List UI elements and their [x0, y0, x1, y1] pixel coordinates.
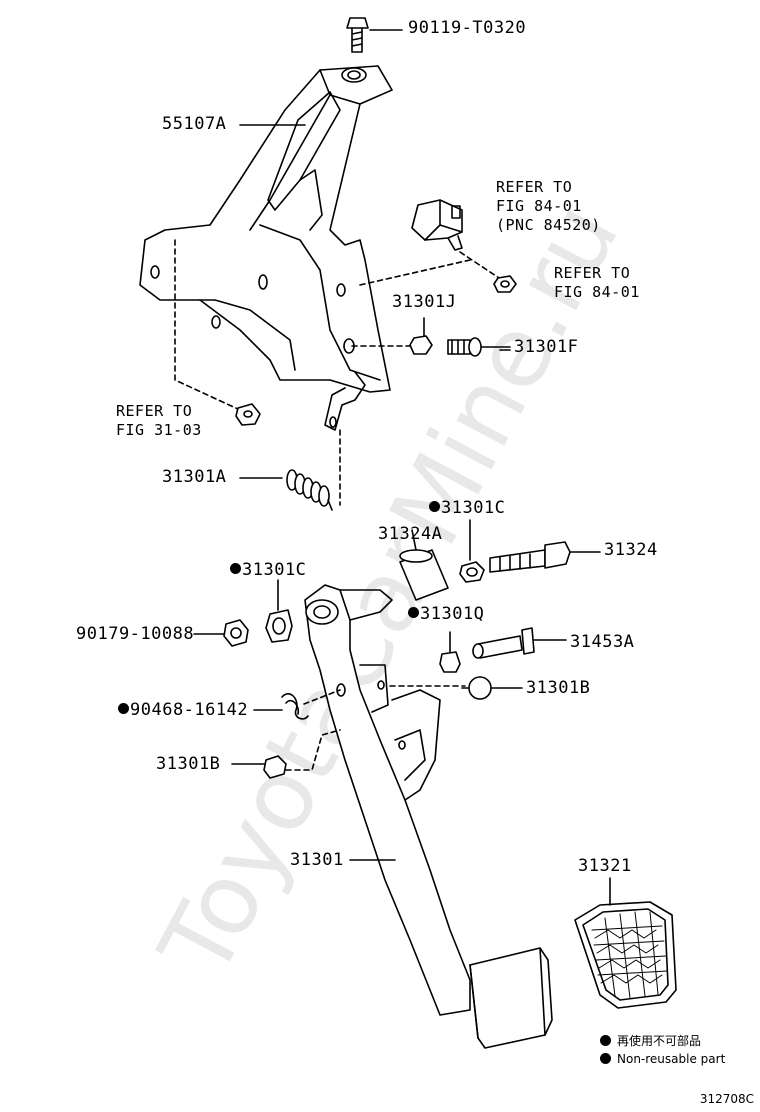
nut-31301C-top-shape [459, 519, 485, 583]
ref-31-03-line1: REFER TO [116, 402, 193, 420]
legend-row-jp: 再使用不可部品 [600, 1032, 701, 1049]
cushion-31301B-right-shape [461, 676, 523, 700]
clip-90468-shape [253, 693, 309, 720]
non-reusable-bullet-icon [600, 1053, 611, 1064]
pedal-pad-31321-shape [574, 877, 677, 1009]
pedal-pad-on-arm-shape [469, 947, 553, 1049]
nut-31301J-shape [409, 317, 433, 355]
label-31324A[interactable]: 31324A [378, 524, 443, 544]
ref-84-01-line1: REFER TO [496, 178, 573, 196]
spring-31301A-shape [239, 469, 333, 511]
label-31301Q[interactable]: 31301Q [408, 604, 484, 624]
bushing-31301Q-shape [439, 631, 461, 673]
label-90468-16142[interactable]: 90468-16142 [118, 700, 248, 720]
stop-switch-shape [411, 199, 463, 251]
bolt-90119-shape [346, 17, 369, 53]
bracket-55107A-shape [139, 65, 393, 431]
pedal-arm-31301-shape [304, 584, 471, 1016]
cushion-31301B-left-shape [231, 755, 287, 779]
ref-84-01-line2[interactable]: FIG 84-01 [496, 197, 582, 215]
label-31324[interactable]: 31324 [604, 540, 658, 560]
legend-row-en: Non-reusable part [600, 1052, 725, 1066]
figure-id: 312708C [699, 1092, 754, 1106]
label-31321[interactable]: 31321 [578, 856, 632, 876]
ref-84-01b-line2[interactable]: FIG 84-01 [554, 283, 640, 301]
collar-31324A-shape [399, 529, 449, 601]
legend-jp-text: 再使用不可部品 [617, 1034, 702, 1048]
label-31301C-top[interactable]: 31301C [429, 498, 505, 518]
label-leaders [239, 29, 511, 351]
lower-dashed-leaders [285, 685, 466, 771]
label-31301J[interactable]: 31301J [392, 292, 457, 312]
label-31301[interactable]: 31301 [290, 850, 344, 870]
bushing-31301F-shape [447, 337, 511, 357]
legend-en-text: Non-reusable part [617, 1052, 726, 1066]
bushing-31301C-left-shape [265, 579, 293, 643]
bolt-31324-shape [489, 541, 601, 573]
ref-nut-31-03-shape [235, 403, 261, 426]
label-31301B-right[interactable]: 31301B [526, 678, 591, 698]
switch-nut-shape [493, 275, 517, 293]
label-31453A[interactable]: 31453A [570, 632, 635, 652]
label-31301A[interactable]: 31301A [162, 467, 227, 487]
label-31301B-left[interactable]: 31301B [156, 754, 221, 774]
upper-dashed-leaders [174, 239, 506, 506]
ref-31-03-line2[interactable]: FIG 31-03 [116, 421, 202, 439]
label-55107A[interactable]: 55107A [162, 114, 227, 134]
nut-90179-shape [193, 619, 249, 647]
label-31301C-left[interactable]: 31301C [230, 560, 306, 580]
label-90179-10088[interactable]: 90179-10088 [76, 624, 195, 644]
ref-84-01-line3: (PNC 84520) [496, 216, 601, 234]
pin-31453A-shape [472, 627, 567, 659]
label-90119-T0320[interactable]: 90119-T0320 [408, 18, 527, 38]
label-31301F[interactable]: 31301F [514, 337, 579, 357]
non-reusable-bullet-icon [600, 1035, 611, 1046]
ref-84-01b-line1: REFER TO [554, 264, 631, 282]
